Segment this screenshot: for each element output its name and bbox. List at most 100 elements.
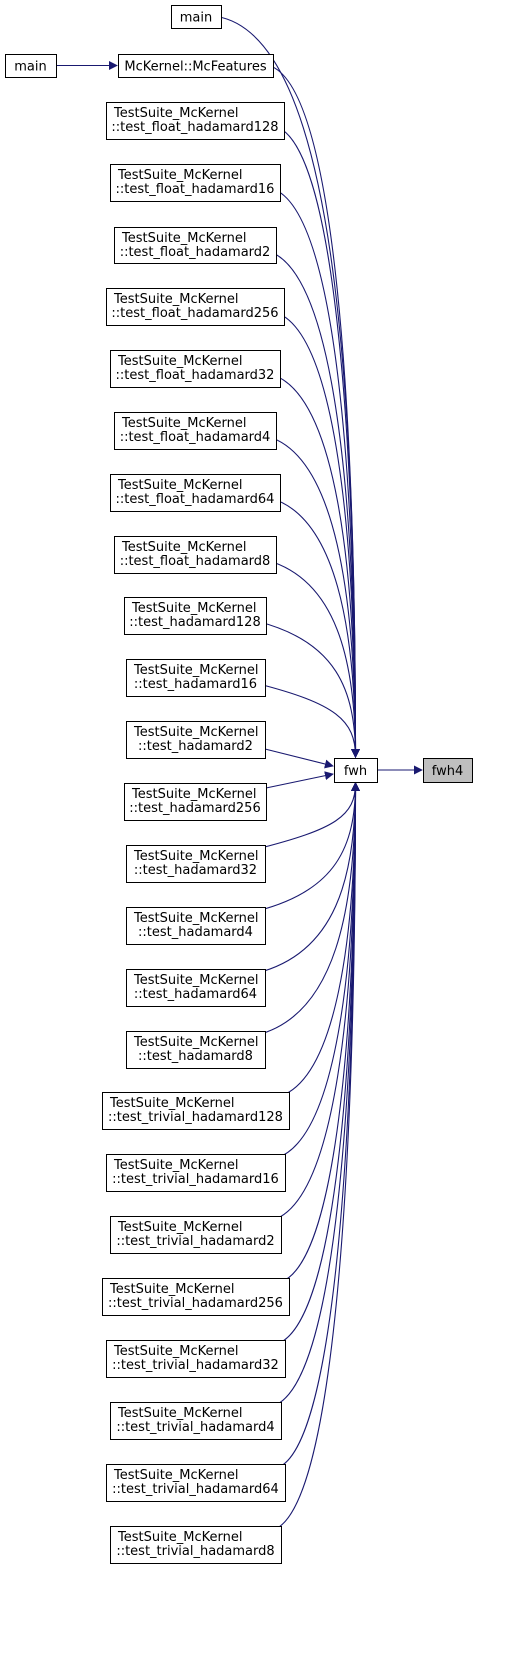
edge-mcfeatures-to-fwh [268,64,360,758]
node-label: TestSuite_McKernel [133,911,259,926]
node-box [102,1092,290,1130]
node-box [114,536,277,574]
node-label: TestSuite_McKernel [117,1220,243,1235]
node-had256[interactable]: TestSuite_McKernel::test_hadamard256 [124,783,267,821]
node-label: ::test_float_hadamard2 [120,245,271,260]
node-box [126,1031,266,1069]
edge-had16-to-fwh [256,682,360,758]
node-float128[interactable]: TestSuite_McKernel::test_float_hadamard1… [106,102,285,140]
edge-had64-to-fwh [256,782,360,974]
node-triv128[interactable]: TestSuite_McKernel::test_trivial_hadamar… [102,1092,290,1130]
node-box [110,474,281,512]
node-box [124,597,267,635]
node-main-left[interactable]: main [5,54,57,78]
node-float2[interactable]: TestSuite_McKernel::test_float_hadamard2 [114,227,277,264]
node-had128[interactable]: TestSuite_McKernel::test_hadamard128 [124,597,267,635]
node-fwh4[interactable]: fwh4 [423,758,473,783]
edge-float4-to-fwh [267,435,360,758]
node-had4[interactable]: TestSuite_McKernel::test_hadamard4 [126,907,266,945]
node-box [5,54,57,78]
node-label: ::test_hadamard16 [134,677,257,692]
node-box [110,350,281,388]
node-box [106,102,285,140]
node-box [334,758,378,783]
node-label: TestSuite_McKernel [131,787,257,802]
node-label: ::test_hadamard8 [138,1049,253,1064]
node-label: TestSuite_McKernel [113,292,239,307]
node-box [171,5,222,29]
node-triv4[interactable]: TestSuite_McKernel::test_trivial_hadamar… [110,1402,282,1440]
node-label: ::test_hadamard64 [134,987,257,1002]
node-box [423,758,473,783]
node-box [106,1340,286,1378]
node-had32[interactable]: TestSuite_McKernel::test_hadamard32 [126,845,266,883]
edge-had8-to-fwh [256,782,360,1036]
node-label: TestSuite_McKernel [117,1530,243,1545]
node-label: TestSuite_McKernel [117,478,243,493]
node-float4[interactable]: TestSuite_McKernel::test_float_hadamard4 [114,412,277,450]
edge-float32-to-fwh [271,373,360,758]
node-label: TestSuite_McKernel [133,663,259,678]
node-label: TestSuite_McKernel [133,725,259,740]
edge-had4-to-fwh [256,782,360,912]
node-label: TestSuite_McKernel [113,1344,239,1359]
node-fwh[interactable]: fwh [334,758,378,783]
node-label: ::test_float_hadamard16 [116,182,275,197]
node-main-top[interactable]: main [171,5,222,29]
node-float16[interactable]: TestSuite_McKernel::test_float_hadamard1… [110,164,281,202]
node-label: ::test_float_hadamard8 [120,554,271,569]
node-had16[interactable]: TestSuite_McKernel::test_hadamard16 [126,659,266,697]
node-label: TestSuite_McKernel [121,416,247,431]
node-box [114,412,277,450]
node-box [126,969,266,1007]
node-box [110,1216,282,1254]
node-label: ::test_trivial_hadamard2 [116,1234,274,1249]
node-label: main [180,11,212,26]
node-label: ::test_hadamard256 [129,801,260,816]
node-label: TestSuite_McKernel [113,1468,239,1483]
node-triv8[interactable]: TestSuite_McKernel::test_trivial_hadamar… [110,1526,282,1564]
node-triv256[interactable]: TestSuite_McKernel::test_trivial_hadamar… [102,1278,290,1316]
node-label: TestSuite_McKernel [133,973,259,988]
edge-float8-to-fwh [267,559,360,758]
node-label: TestSuite_McKernel [117,168,243,183]
node-triv32[interactable]: TestSuite_McKernel::test_trivial_hadamar… [106,1340,286,1378]
node-label: ::test_hadamard2 [138,739,253,754]
node-had64[interactable]: TestSuite_McKernel::test_hadamard64 [126,969,266,1007]
edge-had128-to-fwh [257,620,360,758]
node-box [102,1278,290,1316]
node-label: TestSuite_McKernel [117,354,243,369]
node-triv2[interactable]: TestSuite_McKernel::test_trivial_hadamar… [110,1216,282,1254]
node-label: TestSuite_McKernel [133,849,259,864]
node-label: ::test_float_hadamard64 [116,492,275,507]
node-box [114,227,277,264]
node-float8[interactable]: TestSuite_McKernel::test_float_hadamard8 [114,536,277,574]
node-label: fwh4 [432,764,464,779]
node-label: ::test_hadamard32 [134,863,257,878]
node-label: TestSuite_McKernel [121,540,247,555]
node-label: TestSuite_McKernel [121,231,247,246]
node-label: TestSuite_McKernel [133,1035,259,1050]
node-box [126,845,266,883]
node-mcfeatures[interactable]: McKernel::McFeatures [118,54,274,78]
node-label: ::test_trivial_hadamard256 [108,1296,283,1311]
node-float256[interactable]: TestSuite_McKernel::test_float_hadamard2… [106,288,285,326]
node-label: ::test_trivial_hadamard64 [112,1482,279,1497]
node-box [118,54,274,78]
node-triv64[interactable]: TestSuite_McKernel::test_trivial_hadamar… [106,1464,286,1502]
node-label: ::test_hadamard4 [138,925,253,940]
node-box [110,164,281,202]
node-triv16[interactable]: TestSuite_McKernel::test_trivial_hadamar… [106,1154,286,1192]
node-had2[interactable]: TestSuite_McKernel::test_hadamard2 [126,721,266,759]
node-label: ::test_trivial_hadamard4 [116,1420,274,1435]
edges-layer [56,15,423,1531]
node-float32[interactable]: TestSuite_McKernel::test_float_hadamard3… [110,350,281,388]
node-float64[interactable]: TestSuite_McKernel::test_float_hadamard6… [110,474,281,512]
node-label: TestSuite_McKernel [117,1406,243,1421]
node-label: ::test_trivial_hadamard16 [112,1172,279,1187]
node-box [106,1154,286,1192]
node-had8[interactable]: TestSuite_McKernel::test_hadamard8 [126,1031,266,1069]
edge-float128-to-fwh [275,125,360,758]
node-box [106,1464,286,1502]
